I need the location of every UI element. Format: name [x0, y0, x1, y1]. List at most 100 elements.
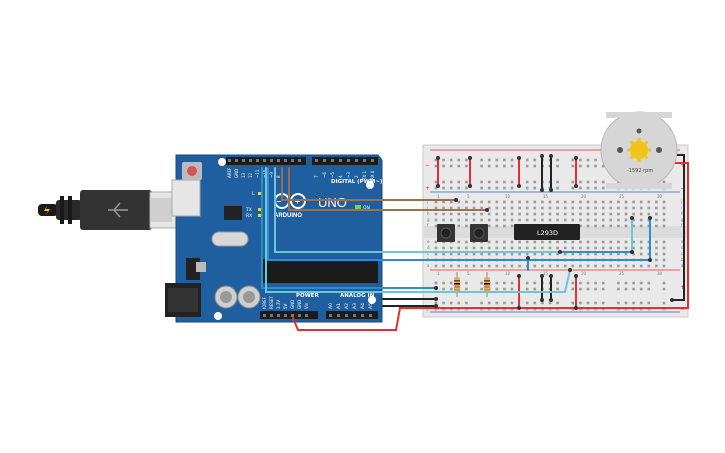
led-rx: [258, 214, 263, 217]
svg-text:+: +: [425, 185, 430, 192]
svg-text:f: f: [681, 223, 683, 228]
svg-text:5V: 5V: [283, 303, 288, 309]
svg-text:20: 20: [581, 194, 587, 199]
svg-text:5: 5: [467, 194, 470, 199]
wire-blue[interactable]: [267, 167, 651, 261]
svg-text:h: h: [681, 211, 684, 216]
svg-text:A4: A4: [360, 303, 366, 309]
svg-text:A2: A2: [344, 303, 350, 309]
svg-text:+: +: [680, 162, 685, 169]
svg-text:30: 30: [657, 271, 663, 276]
analog-pin-labels: A0 A1 A2 A3 A4 A5: [328, 303, 374, 309]
svg-text:10: 10: [505, 271, 511, 276]
svg-text:~6: ~6: [322, 172, 327, 178]
svg-text:c: c: [427, 251, 429, 256]
wire-cyan[interactable]: [265, 167, 571, 293]
pushbutton-2[interactable]: [470, 224, 488, 242]
power-pin-labels: IOREF RESET 3.3V 5V GND GND Vin: [262, 296, 309, 309]
digital-header-right: [312, 157, 378, 165]
svg-text:20: 20: [581, 271, 587, 276]
svg-text:A0: A0: [328, 303, 334, 309]
on-label: ON: [363, 205, 370, 211]
top-pin-labels: AREF GND 13 12 ~11 ~10 ~9 8 7 ~6 ~5 4 ~3…: [227, 167, 375, 181]
svg-text:7: 7: [314, 175, 319, 178]
svg-text:f: f: [427, 223, 429, 228]
svg-text:3.3V: 3.3V: [276, 300, 281, 309]
svg-text:25: 25: [619, 194, 625, 199]
jumper-wires[interactable]: [261, 154, 689, 331]
svg-text:A3: A3: [352, 303, 358, 309]
svg-text:+: +: [425, 306, 430, 313]
wire-brown[interactable]: [288, 167, 488, 211]
svg-text:30: 30: [657, 194, 663, 199]
atmega-chip: [262, 259, 378, 283]
svg-text:4: 4: [338, 175, 343, 178]
arduino-logo-text: ARDUINO: [274, 213, 302, 219]
reset-button[interactable]: [187, 166, 197, 176]
svg-text:e: e: [427, 239, 430, 244]
svg-text:GND: GND: [290, 300, 295, 309]
svg-text:~11: ~11: [255, 169, 260, 178]
wire-brown[interactable]: [281, 167, 457, 201]
svg-text:TX 1: TX 1: [362, 171, 367, 181]
svg-text:j: j: [680, 199, 682, 204]
svg-text:RX 0: RX 0: [370, 170, 375, 180]
svg-text:15: 15: [543, 271, 549, 276]
svg-text:b: b: [681, 257, 684, 262]
uno-model-text: UNO: [318, 195, 347, 210]
svg-text:2: 2: [354, 175, 359, 178]
svg-text:j: j: [426, 199, 428, 204]
svg-text:i: i: [427, 205, 428, 210]
svg-text:+: +: [680, 284, 685, 291]
wire-red-5v[interactable]: [292, 162, 689, 331]
svg-text:GND: GND: [297, 300, 302, 309]
svg-text:RESET: RESET: [269, 296, 274, 309]
svg-text:5: 5: [467, 271, 470, 276]
wire-blue[interactable]: [261, 167, 437, 289]
wire-black-rail[interactable]: [671, 154, 685, 301]
svg-text:g: g: [427, 217, 430, 222]
svg-text:GND: GND: [234, 169, 239, 178]
svg-text:8: 8: [276, 175, 281, 178]
breadboard-column-numbers: 1 5 10 15 20 25 30 1 5 10 15 20 25 30: [437, 194, 663, 276]
power-label: POWER: [296, 293, 320, 299]
svg-text:1: 1: [437, 194, 440, 199]
svg-text:A5: A5: [368, 303, 374, 309]
dc-motor[interactable]: -1592 rpm: [600, 111, 678, 189]
svg-text:13: 13: [241, 172, 246, 178]
svg-text:g: g: [681, 217, 684, 222]
svg-text:AREF: AREF: [227, 167, 232, 178]
svg-text:TX: TX: [245, 207, 252, 213]
svg-text:d: d: [681, 245, 684, 250]
l293d-chip[interactable]: L293D: [514, 224, 580, 240]
svg-text:~3: ~3: [346, 172, 351, 178]
svg-text:−: −: [680, 185, 685, 192]
svg-text:e: e: [681, 239, 684, 244]
analog-header: [326, 311, 378, 319]
pushbutton-1[interactable]: [437, 224, 455, 242]
analog-in-label: ANALOG IN: [340, 293, 375, 299]
svg-text:−: −: [425, 162, 430, 169]
svg-text:~5: ~5: [330, 172, 335, 178]
arduino-uno-board[interactable]: DIGITAL (PWM~) POWER ANALOG IN − + ARDUI…: [165, 154, 383, 323]
svg-text:Vin: Vin: [304, 302, 309, 309]
svg-text:a: a: [681, 263, 684, 268]
wire-cyan[interactable]: [274, 167, 633, 253]
mounting-hole: [218, 158, 226, 166]
mounting-hole: [214, 312, 222, 320]
motor-rpm-readout: -1592 rpm: [627, 168, 653, 174]
svg-text:a: a: [427, 263, 430, 268]
svg-text:−: −: [276, 198, 282, 206]
resistor-1[interactable]: [454, 272, 460, 297]
svg-text:+: +: [295, 198, 301, 206]
svg-text:d: d: [427, 245, 430, 250]
led-tx: [258, 208, 263, 211]
power-led: [355, 205, 361, 209]
l293d-label: L293D: [537, 229, 558, 237]
svg-text:10: 10: [505, 194, 511, 199]
mounting-hole: [366, 181, 374, 189]
svg-text:h: h: [427, 211, 430, 216]
mounting-hole: [368, 296, 376, 304]
led-l: [258, 192, 263, 195]
